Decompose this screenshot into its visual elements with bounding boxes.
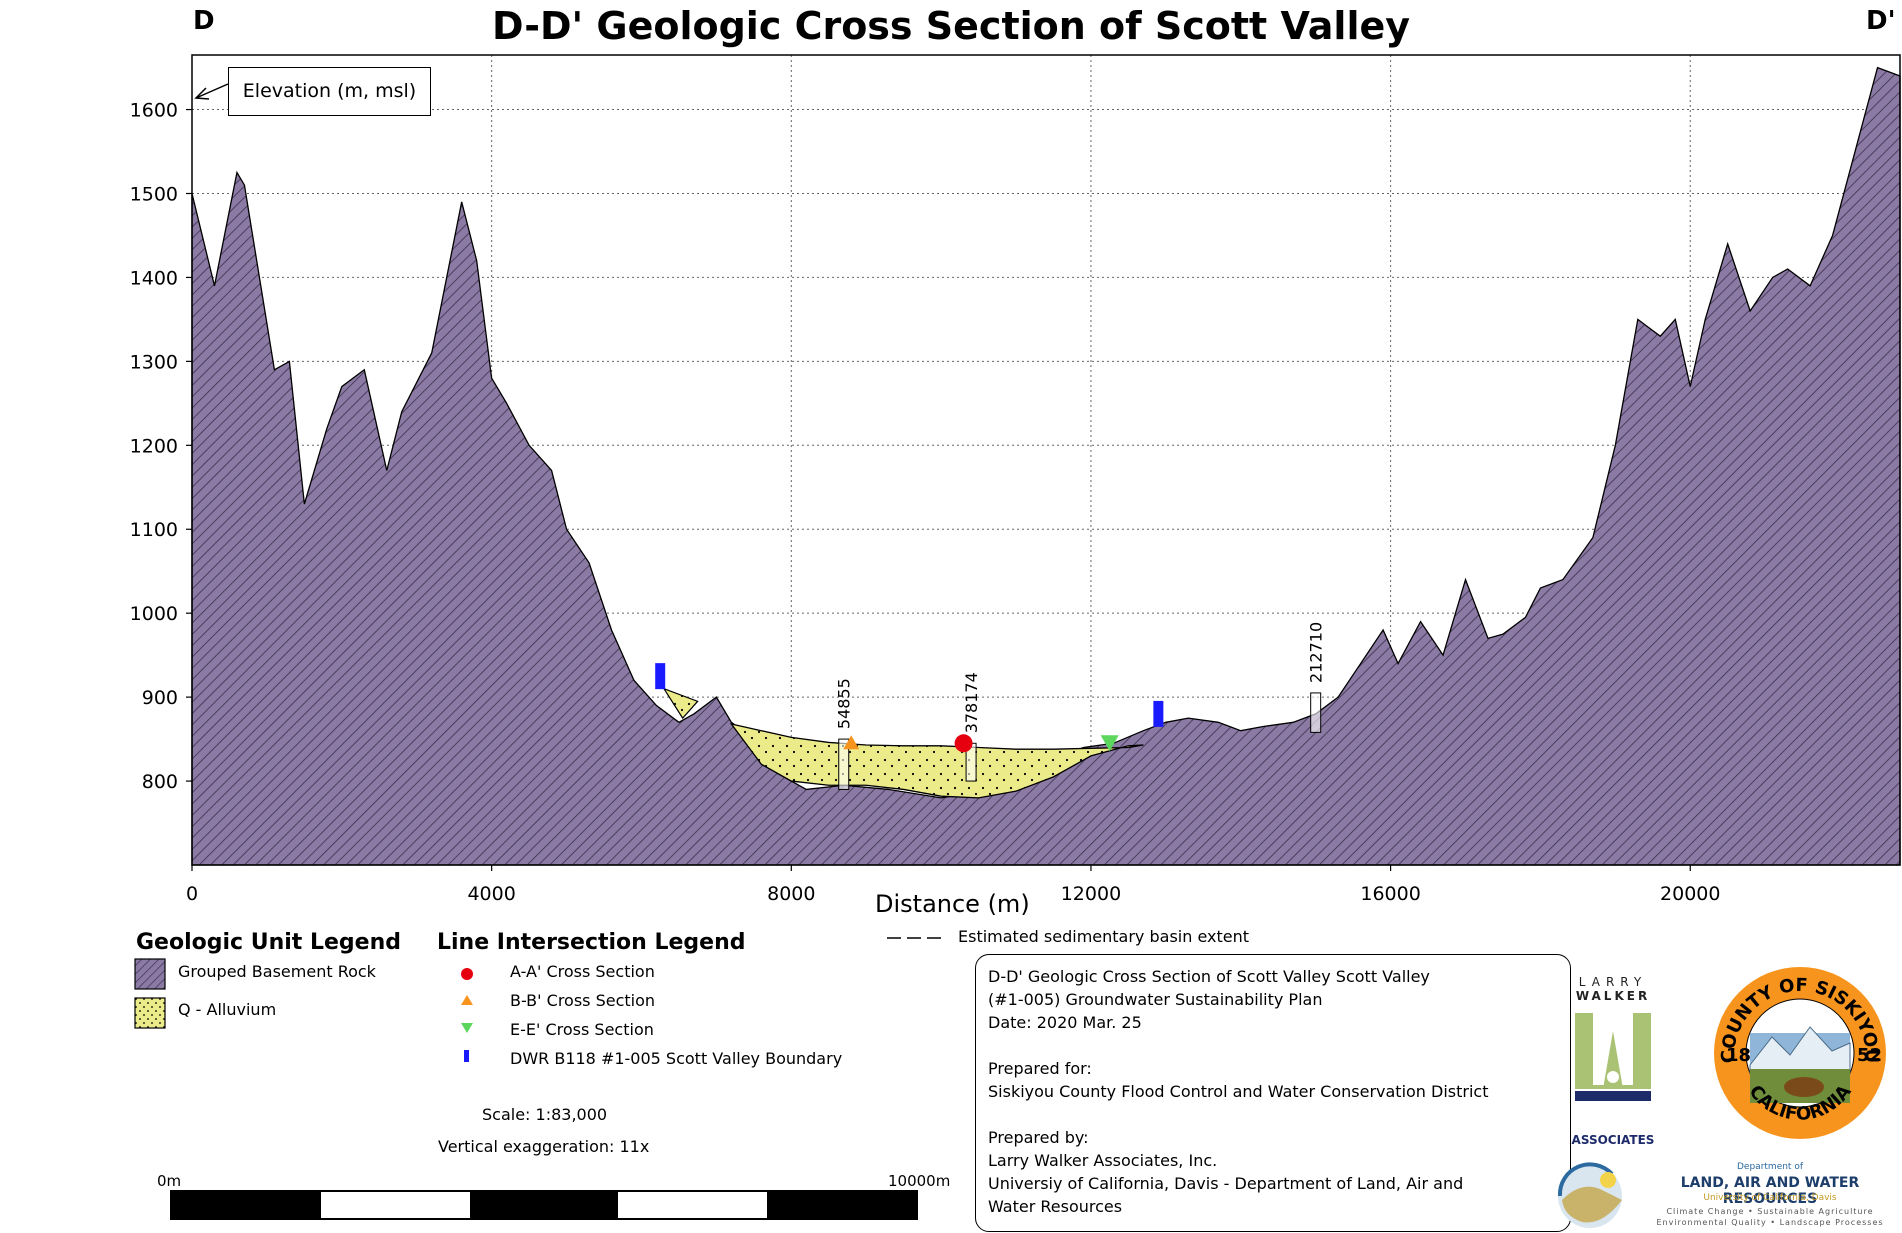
y-tick-label: 1300 bbox=[130, 351, 178, 373]
vertical-exaggeration-text: Vertical exaggeration: 11x bbox=[438, 1137, 650, 1156]
boundary-marker bbox=[1153, 700, 1164, 727]
x-tick-label: 12000 bbox=[1061, 883, 1121, 905]
elevation-label-box: Elevation (m, msl) bbox=[228, 67, 431, 116]
alluvium-area bbox=[729, 722, 1144, 799]
x-tick-label: 4000 bbox=[467, 883, 515, 905]
line-legend-markers bbox=[461, 968, 473, 1062]
circle-marker-icon bbox=[461, 968, 473, 980]
well-label: 54855 bbox=[835, 678, 854, 729]
y-tick-label: 1100 bbox=[130, 519, 178, 541]
info-line-1: D-D' Geologic Cross Section of Scott Val… bbox=[988, 967, 1430, 986]
x-axis-label: Distance (m) bbox=[875, 890, 1030, 918]
county-seal: COUNTY OF SISKIYOU CALIFORNIA 18 52 bbox=[1714, 967, 1886, 1139]
geologic-legend-title: Geologic Unit Legend bbox=[136, 930, 401, 955]
info-line-2: (#1-005) Groundwater Sustainability Plan bbox=[988, 990, 1323, 1009]
ucd-univ: University of California, Davis bbox=[1703, 1193, 1837, 1203]
prepared-by-1: Larry Walker Associates, Inc. bbox=[988, 1151, 1218, 1170]
basement-rock-swatch bbox=[134, 958, 166, 990]
aa-intersection-marker bbox=[954, 734, 973, 753]
lwa-logo-mid: WALKER bbox=[1575, 989, 1651, 1003]
triangle-up-icon bbox=[461, 995, 473, 1005]
plot-frame bbox=[191, 54, 1901, 866]
well-label: 212710 bbox=[1307, 622, 1326, 683]
geologic-legend-item-alluvium: Q - Alluvium bbox=[178, 1000, 277, 1019]
prepared-for-label: Prepared for: bbox=[988, 1059, 1092, 1078]
figure-title: D-D' Geologic Cross Section of Scott Val… bbox=[491, 4, 1411, 48]
line-legend-item-aa: A-A' Cross Section bbox=[510, 962, 655, 981]
info-line-3: Date: 2020 Mar. 25 bbox=[988, 1013, 1142, 1032]
prepared-for: Siskiyou County Flood Control and Water … bbox=[988, 1082, 1489, 1101]
county-seal-left-text: 18 bbox=[1726, 1045, 1751, 1066]
y-tick-label: 1200 bbox=[130, 435, 178, 457]
triangle-down-icon bbox=[461, 1023, 473, 1033]
geologic-units bbox=[191, 66, 1901, 866]
scalebar bbox=[170, 1190, 918, 1220]
line-legend-item-ee: E-E' Cross Section bbox=[510, 1020, 654, 1039]
line-legend-title: Line Intersection Legend bbox=[437, 930, 746, 955]
prepared-by-3: Water Resources bbox=[988, 1197, 1123, 1216]
ucd-tag-2: Environmental Quality • Landscape Proces… bbox=[1656, 1218, 1884, 1227]
basin-extent-label: Estimated sedimentary basin extent bbox=[958, 927, 1250, 946]
y-tick-label: 1400 bbox=[130, 267, 178, 289]
scale-text: Scale: 1:83,000 bbox=[482, 1105, 608, 1124]
arrow-left-icon bbox=[194, 83, 229, 100]
lwa-logo: LARRY WALKER ASSOCIATES bbox=[1568, 975, 1658, 1147]
lwa-logo-bottom: ASSOCIATES bbox=[1571, 1133, 1655, 1147]
x-tick-label: 0 bbox=[186, 883, 198, 905]
x-tick-label: 8000 bbox=[767, 883, 815, 905]
intersection-markers: 54855 378174 212710 bbox=[655, 622, 1326, 790]
boundary-marker bbox=[655, 663, 666, 690]
prepared-by-2: Universiy of California, Davis - Departm… bbox=[988, 1174, 1464, 1193]
info-box: D-D' Geologic Cross Section of Scott Val… bbox=[975, 954, 1571, 1232]
axes: 0 4000 8000 12000 16000 20000 800 900 1000 1100 12… bbox=[130, 100, 1721, 905]
basin-extent-line-icon bbox=[887, 937, 941, 939]
ucd-name: LAND, AIR AND WATER RESOURCES bbox=[1680, 1175, 1860, 1207]
elevation-label: Elevation (m, msl) bbox=[242, 80, 417, 102]
line-legend-item-bb: B-B' Cross Section bbox=[510, 991, 656, 1010]
ee-intersection-marker bbox=[1100, 735, 1119, 752]
globe-icon bbox=[1557, 1162, 1622, 1228]
alluvium-area-small bbox=[662, 687, 699, 720]
bb-intersection-marker bbox=[843, 735, 860, 750]
county-seal-right-text: 52 bbox=[1857, 1045, 1882, 1066]
x-tick-label: 16000 bbox=[1360, 883, 1420, 905]
well-column bbox=[1310, 692, 1322, 733]
well-label: 378174 bbox=[962, 672, 981, 733]
scalebar-start-label: 0m bbox=[157, 1172, 182, 1190]
ucd-tag-1: Climate Change • Sustainable Agriculture bbox=[1666, 1207, 1874, 1216]
y-tick-label: 800 bbox=[142, 771, 178, 793]
x-tick-label: 20000 bbox=[1660, 883, 1720, 905]
scalebar-end-label: 10000m bbox=[888, 1172, 951, 1190]
lwa-mark-icon bbox=[1575, 1013, 1651, 1101]
lwa-logo-top: LARRY bbox=[1578, 975, 1648, 989]
y-tick-label: 1000 bbox=[130, 603, 178, 625]
y-tick-label: 1500 bbox=[130, 183, 178, 205]
y-tick-label: 1600 bbox=[130, 100, 178, 122]
y-tick-label: 900 bbox=[142, 687, 178, 709]
geologic-legend-item-basement: Grouped Basement Rock bbox=[178, 962, 376, 981]
well-column bbox=[838, 738, 850, 790]
line-legend-item-boundary: DWR B118 #1-005 Scott Valley Boundary bbox=[510, 1049, 843, 1068]
boundary-bar-icon bbox=[464, 1050, 469, 1062]
ucd-dept: Department of bbox=[1737, 1162, 1803, 1172]
section-end-label: D' bbox=[1866, 6, 1896, 36]
basement-rock-area bbox=[191, 66, 1901, 866]
prepared-by-label: Prepared by: bbox=[988, 1128, 1089, 1147]
alluvium-swatch bbox=[134, 997, 166, 1029]
section-start-label: D bbox=[193, 6, 215, 36]
